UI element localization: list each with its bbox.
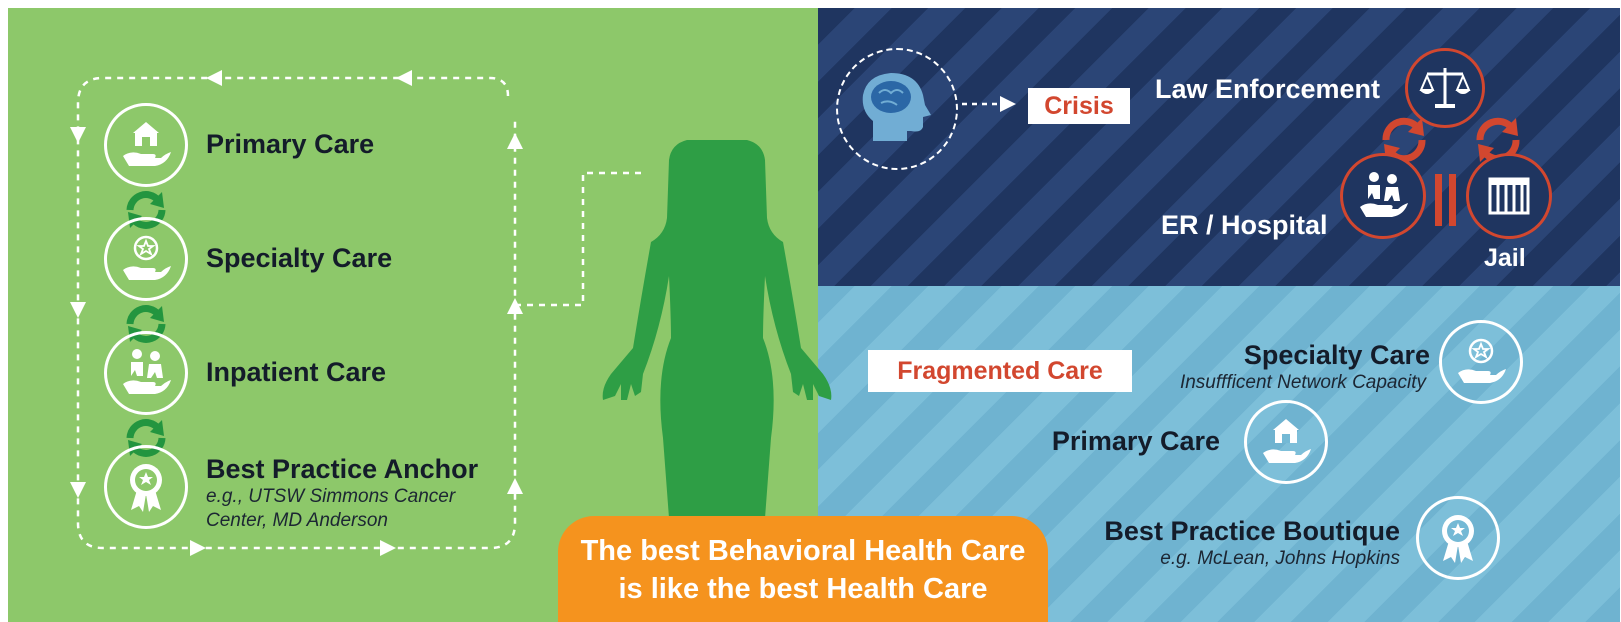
arrow-right-icon [190, 540, 206, 556]
specialty-care-icon-circle [104, 217, 188, 301]
fragmented-primary-care-label: Primary Care [1051, 426, 1220, 456]
primary-care-label: Primary Care [206, 129, 375, 159]
crisis-panel: Crisis Law Enforcement [818, 8, 1620, 286]
er-hospital-label: ER / Hospital [1161, 210, 1328, 240]
arrow-up-icon [507, 298, 523, 314]
scales-icon [1419, 68, 1471, 108]
specialty-care-capacity-note: Insuffficent Network Capacity [1179, 372, 1426, 393]
fragmented-specialty-icon-circle [1439, 320, 1523, 404]
summary-banner: The best Behavioral Health Care is like … [558, 516, 1048, 622]
jail-icon-circle [1466, 153, 1552, 239]
best-practice-anchor-example-line2: Center, MD Anderson [206, 510, 388, 531]
crisis-tag: Crisis [1028, 88, 1130, 124]
fragmented-specialty-care-label: Specialty Care [1243, 340, 1430, 370]
human-body-figure [602, 140, 832, 518]
fragmented-care-tag: Fragmented Care [868, 350, 1132, 392]
law-enforcement-icon-circle [1405, 48, 1485, 128]
award-ribbon-icon [1442, 515, 1474, 563]
law-enforcement-label: Law Enforcement [1155, 74, 1381, 104]
arrow-down-icon [70, 482, 86, 498]
caregiver-patient-icon [1360, 172, 1408, 217]
inpatient-care-label: Inpatient Care [206, 357, 387, 387]
caregiver-patient-icon [123, 349, 171, 394]
best-practice-anchor-label: Best Practice Anchor [206, 454, 479, 484]
house-hand-icon [1263, 419, 1311, 463]
boutique-icon-circle [1416, 496, 1500, 580]
head-brain-icon [862, 73, 931, 141]
dashed-arrow-icon [962, 96, 1016, 112]
equals-bars-icon [1435, 174, 1456, 226]
arrow-left-icon [206, 70, 222, 86]
star-hand-icon [1458, 338, 1506, 383]
best-practice-anchor-example-line1: e.g., UTSW Simmons Cancer [206, 486, 456, 507]
star-hand-icon [123, 235, 171, 280]
primary-care-icon-circle [104, 103, 188, 187]
arrow-down-icon [70, 302, 86, 318]
inpatient-care-icon-circle [104, 331, 188, 415]
best-practice-boutique-label: Best Practice Boutique [1104, 516, 1400, 546]
arrow-left-icon [396, 70, 412, 86]
award-ribbon-icon [130, 464, 162, 512]
flow-loop [70, 70, 643, 556]
specialty-care-label: Specialty Care [206, 243, 393, 273]
er-hospital-icon-circle [1340, 153, 1426, 239]
banner-line-2: is like the best Health Care [618, 573, 988, 605]
jail-label: Jail [1484, 244, 1526, 272]
best-practice-anchor-icon-circle [104, 445, 188, 529]
fragmented-primary-icon-circle [1244, 400, 1328, 484]
infographic: Primary Care Specialty Care [8, 8, 1620, 622]
house-hand-icon [123, 122, 171, 166]
arrow-down-icon [70, 127, 86, 143]
boutique-examples-note: e.g. McLean, Johns Hopkins [1160, 548, 1400, 569]
arrow-up-icon [507, 478, 523, 494]
banner-line-1: The best Behavioral Health Care [580, 535, 1026, 567]
arrow-right-icon [380, 540, 396, 556]
jail-bars-icon [1488, 177, 1530, 215]
arrow-up-icon [507, 133, 523, 149]
head-circle [836, 48, 958, 170]
